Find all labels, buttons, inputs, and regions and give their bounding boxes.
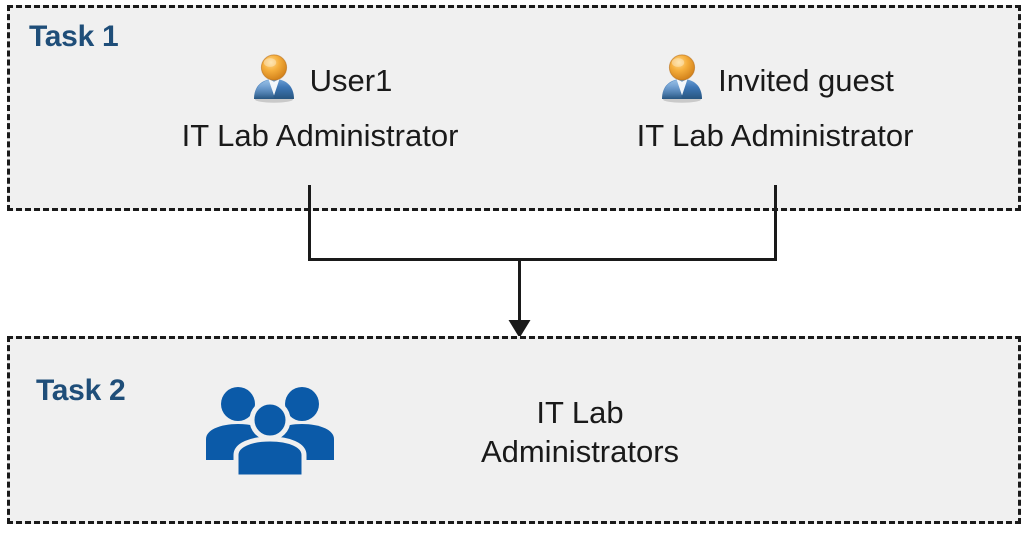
person-user1: User1 IT Lab Administrator <box>140 52 500 151</box>
user-icon <box>656 52 708 109</box>
group-block: IT Lab Administrators <box>200 382 840 483</box>
person-invited-guest-role: IT Lab Administrator <box>636 118 914 153</box>
person-invited-guest-name: Invited guest <box>718 63 894 98</box>
person-invited-guest: Invited guest IT Lab Administrator <box>590 52 960 151</box>
group-label: IT Lab Administrators <box>450 394 710 472</box>
task-1-box <box>7 5 1021 211</box>
task-2-title: Task 2 <box>36 374 126 407</box>
group-of-people-icon <box>200 382 340 483</box>
person-user1-row: User1 <box>140 52 500 109</box>
user-icon <box>248 52 300 109</box>
task-2-box <box>7 336 1021 524</box>
person-invited-guest-row: Invited guest <box>590 52 960 109</box>
group-label-line2: Administrators <box>480 433 680 469</box>
person-user1-role: IT Lab Administrator <box>181 118 459 153</box>
group-label-line1: IT Lab <box>536 394 624 430</box>
person-user1-name: User1 <box>309 63 393 98</box>
task-1-title: Task 1 <box>29 20 119 53</box>
